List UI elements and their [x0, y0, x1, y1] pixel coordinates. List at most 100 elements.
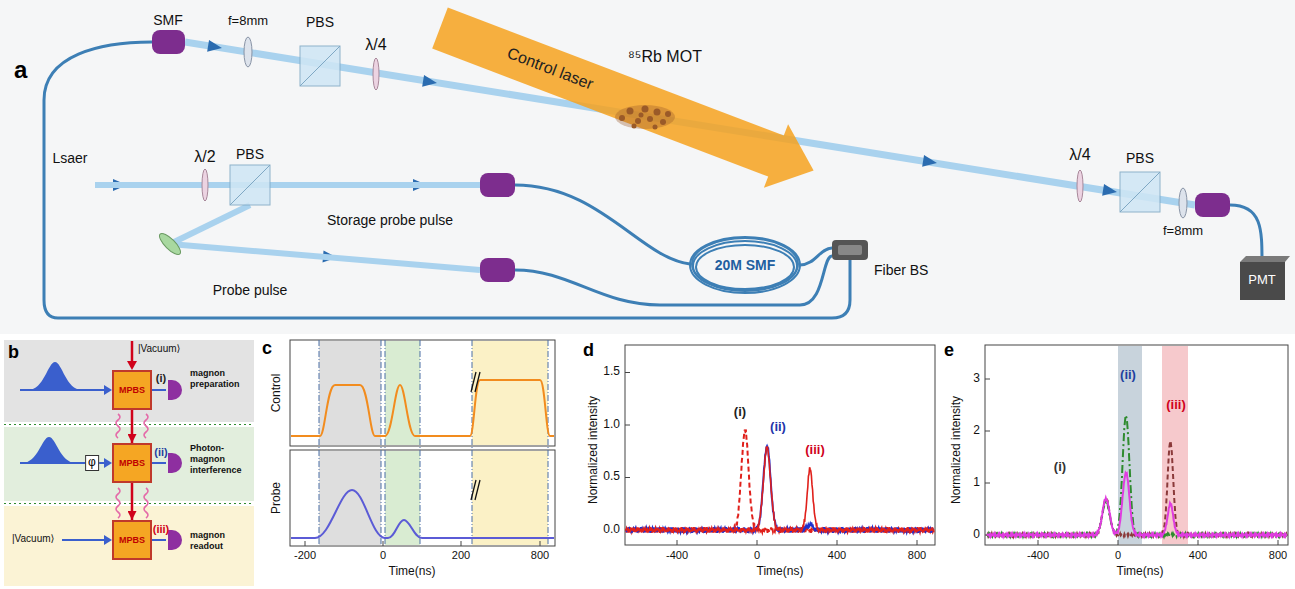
- plot-frame: [290, 340, 555, 446]
- state-label: |Vacuum⟩: [12, 533, 54, 545]
- axis-break: [475, 480, 480, 500]
- fiber-coil: [692, 238, 798, 290]
- tick-label: -400: [666, 549, 688, 562]
- panel-letter: c: [262, 338, 272, 359]
- pmt: [1240, 262, 1285, 300]
- tick-mark: [837, 540, 838, 545]
- component-label: λ/4: [1069, 146, 1090, 164]
- stage-band: magnon preparationMPBS: [4, 340, 254, 422]
- tick-mark: [1198, 540, 1199, 545]
- tick-label: 0: [973, 528, 980, 542]
- magnon-wave: [144, 488, 148, 518]
- phase-label: φ: [85, 455, 99, 471]
- shade: [472, 451, 548, 545]
- time-marker: [548, 340, 549, 546]
- tick-label: 400: [1189, 549, 1207, 562]
- fiber-collimator: [152, 30, 185, 54]
- atom: [639, 113, 644, 118]
- fiber-beam-splitter: [832, 240, 868, 260]
- time-marker: [381, 340, 382, 546]
- step-number: (iii): [153, 523, 170, 536]
- tick-label: -200: [294, 549, 316, 562]
- tick-label: 0: [380, 549, 386, 562]
- separator: [4, 424, 254, 425]
- arrow-head: [22, 362, 112, 545]
- magnon-wave: [144, 414, 148, 438]
- step-number: (ii): [154, 446, 167, 459]
- component-label: λ/4: [365, 36, 386, 54]
- atom-cloud: [615, 105, 675, 129]
- mpbs-box: MPBS: [112, 443, 152, 483]
- tick-mark: [985, 483, 990, 484]
- data-curve: [626, 446, 934, 533]
- curve-label: (iii): [1166, 398, 1186, 413]
- control-trace: [291, 380, 554, 436]
- component-label: PBS: [306, 14, 334, 30]
- tick-label: 800: [1269, 549, 1287, 562]
- stage-band-fill: [4, 427, 254, 501]
- component-label: f=8mm: [1163, 224, 1203, 239]
- tick-label: 3: [973, 372, 980, 386]
- tick-label: 400: [828, 549, 846, 562]
- component-label: Probe pulse: [213, 282, 288, 298]
- curve-label: (ii): [1120, 368, 1136, 383]
- fiber-coil: [696, 245, 794, 289]
- fiber-coil: [690, 237, 800, 293]
- tick-label: 2: [973, 424, 980, 438]
- panel-letter: b: [8, 342, 19, 363]
- time-marker: [420, 340, 421, 546]
- data-curve: [626, 447, 934, 533]
- lens: [244, 37, 252, 67]
- time-marker: [319, 340, 548, 546]
- state-label: |Vacuum⟩: [138, 343, 180, 355]
- component-label: λ/2: [194, 148, 215, 166]
- axis-label: Normalized intensity: [950, 396, 964, 504]
- tick-label: 0.5: [603, 470, 620, 484]
- axis-label: Probe: [270, 482, 284, 514]
- stage-text: magnon readout: [190, 530, 254, 552]
- input-arrow: [62, 539, 106, 541]
- tick-mark: [985, 431, 990, 432]
- box-label: MPBS: [119, 458, 145, 468]
- tick-label: 0: [754, 549, 760, 562]
- wave-plate: [202, 169, 208, 201]
- axis-break: [475, 372, 480, 392]
- tick-label: -400: [1027, 549, 1049, 562]
- component-label: PBS: [236, 146, 264, 162]
- time-marker: [319, 340, 320, 546]
- curve-label: (i): [734, 405, 746, 420]
- output-arrow: [152, 389, 166, 391]
- fiber-beam-splitter: [838, 245, 862, 255]
- laser-beam: [95, 182, 480, 188]
- optical-fiber: [44, 42, 1262, 318]
- plot-frame: [625, 345, 935, 545]
- curve-label: (ii): [770, 420, 786, 435]
- atom: [665, 111, 671, 117]
- laser-beam: [170, 244, 480, 270]
- pmt: [1240, 256, 1290, 262]
- axis-label: Time(ns): [757, 565, 804, 579]
- optical-fiber: [1230, 205, 1262, 262]
- arrow-head: [127, 361, 137, 370]
- tick-mark: [677, 540, 678, 545]
- component-label: ⁸⁵Rb MOT: [628, 48, 702, 66]
- wave-plate: [1077, 170, 1083, 202]
- magnon-wave: [116, 488, 120, 518]
- tick-mark: [305, 541, 540, 546]
- lens: [1179, 188, 1187, 218]
- data-curve: [987, 441, 1287, 537]
- stage-text: magnon preparation: [190, 368, 254, 390]
- shade: [472, 341, 548, 445]
- stage-band: Photon-magnon interferenceMPBS: [4, 427, 254, 501]
- magnon-link: [131, 483, 134, 520]
- component-label: Storage probe pulse: [327, 212, 453, 228]
- tick-mark: [383, 541, 384, 546]
- pbs-cube: [300, 46, 340, 86]
- pbs-cube: [230, 165, 270, 205]
- atom: [627, 108, 634, 115]
- mirror: [157, 231, 184, 258]
- mpbs-box: MPBS: [112, 520, 152, 560]
- tick-mark: [625, 425, 630, 426]
